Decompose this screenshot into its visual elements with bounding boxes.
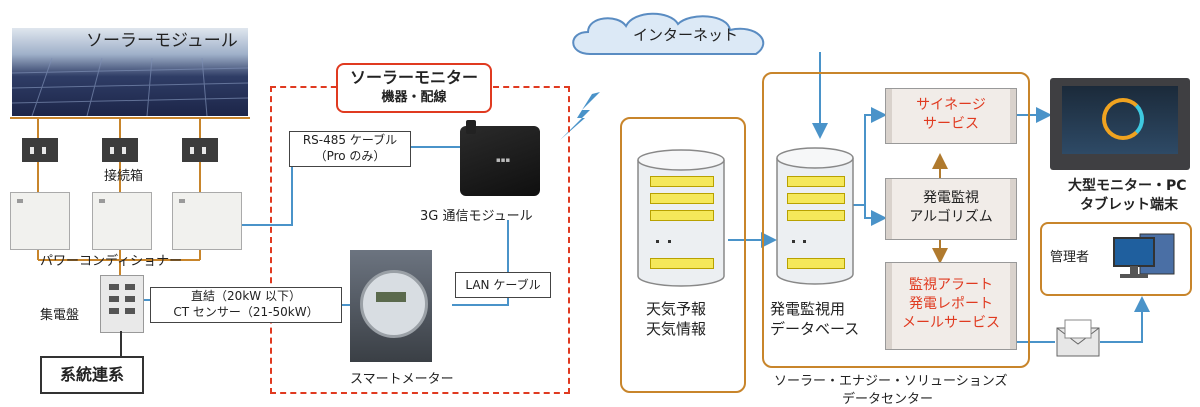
dc-wiring xyxy=(10,117,250,275)
large-monitor-label: 大型モニター・PC xyxy=(1068,178,1187,194)
solar-module-photo xyxy=(12,28,248,116)
distribution-panel-label: 集電盤 xyxy=(40,308,80,323)
weather-info-label: 天気情報 xyxy=(646,320,707,338)
internet-label: インターネット xyxy=(633,26,739,44)
3g-module-label: 3G 通信モジュール xyxy=(420,209,533,224)
admin-box xyxy=(1040,222,1192,296)
power-conditioner-3 xyxy=(172,192,242,250)
alert-report-mail-box: 監視アラート 発電レポート メールサービス xyxy=(885,262,1017,350)
monitoring-algorithm-box: 発電監視 アルゴリズム xyxy=(885,178,1017,240)
grid-connection-box: 系統連系 xyxy=(40,356,144,394)
monitoring-db-bar-3 xyxy=(787,210,845,221)
junction-box-label: 接続箱 xyxy=(104,169,144,184)
junction-box-2 xyxy=(102,138,138,162)
wireless-link-icon xyxy=(560,92,600,140)
smart-meter-device xyxy=(350,250,432,362)
lan-cable-label: LAN ケーブル xyxy=(455,272,551,298)
weather-db-bar-2 xyxy=(650,193,714,204)
tablet-label: タブレット端末 xyxy=(1080,197,1178,213)
monitoring-db-label-1: 発電監視用 xyxy=(770,300,846,318)
data-wiring xyxy=(140,52,1150,343)
solar-monitor-subtitle: 機器・配線 xyxy=(381,90,447,105)
power-conditioner-label: パワーコンディショナー xyxy=(40,254,183,269)
monitoring-db-label-2: データベース xyxy=(770,320,860,338)
data-center-caption-1: ソーラー・エナジー・ソリューションズ xyxy=(774,374,1008,389)
distribution-panel xyxy=(100,275,144,333)
rs485-cable-label: RS-485 ケーブル（Pro のみ） xyxy=(289,131,411,167)
internet-cloud-icon xyxy=(572,12,765,55)
weather-db-bar-1 xyxy=(650,176,714,187)
weather-group xyxy=(620,117,746,393)
signage-service-box: サイネージ サービス xyxy=(885,88,1017,144)
admin-pc-icon xyxy=(1113,233,1175,278)
monitoring-database-icon xyxy=(776,147,854,285)
weather-forecast-label: 天気予報 xyxy=(646,300,707,318)
large-monitor-photo xyxy=(1050,78,1190,170)
3g-module-device: ▪▪▪ xyxy=(460,120,540,196)
monitoring-db-bar-2 xyxy=(787,193,845,204)
data-center-caption-2: データセンター xyxy=(842,392,934,407)
power-conditioner-2 xyxy=(92,192,152,250)
weather-db-bar-4 xyxy=(650,258,714,269)
junction-box-1 xyxy=(22,138,58,162)
data-center-group xyxy=(762,72,1030,368)
power-conditioner-1 xyxy=(10,192,70,250)
solar-module-label: ソーラーモジュール xyxy=(86,31,238,51)
direct-ct-sensor-label: 直結（20kW 以下）CT センサー（21-50kW） xyxy=(150,287,342,323)
monitoring-db-bar-4 xyxy=(787,258,845,269)
weather-database-icon xyxy=(637,149,725,287)
monitoring-db-bar-1 xyxy=(787,176,845,187)
admin-label: 管理者 xyxy=(1050,250,1090,265)
junction-box-3 xyxy=(182,138,218,162)
solar-monitor-title-box: ソーラーモニター 機器・配線 xyxy=(336,63,492,113)
smart-meter-label: スマートメーター xyxy=(350,372,454,387)
mail-envelope-icon xyxy=(1056,319,1100,357)
solar-monitor-title: ソーラーモニター xyxy=(349,68,478,87)
weather-db-bar-3 xyxy=(650,210,714,221)
